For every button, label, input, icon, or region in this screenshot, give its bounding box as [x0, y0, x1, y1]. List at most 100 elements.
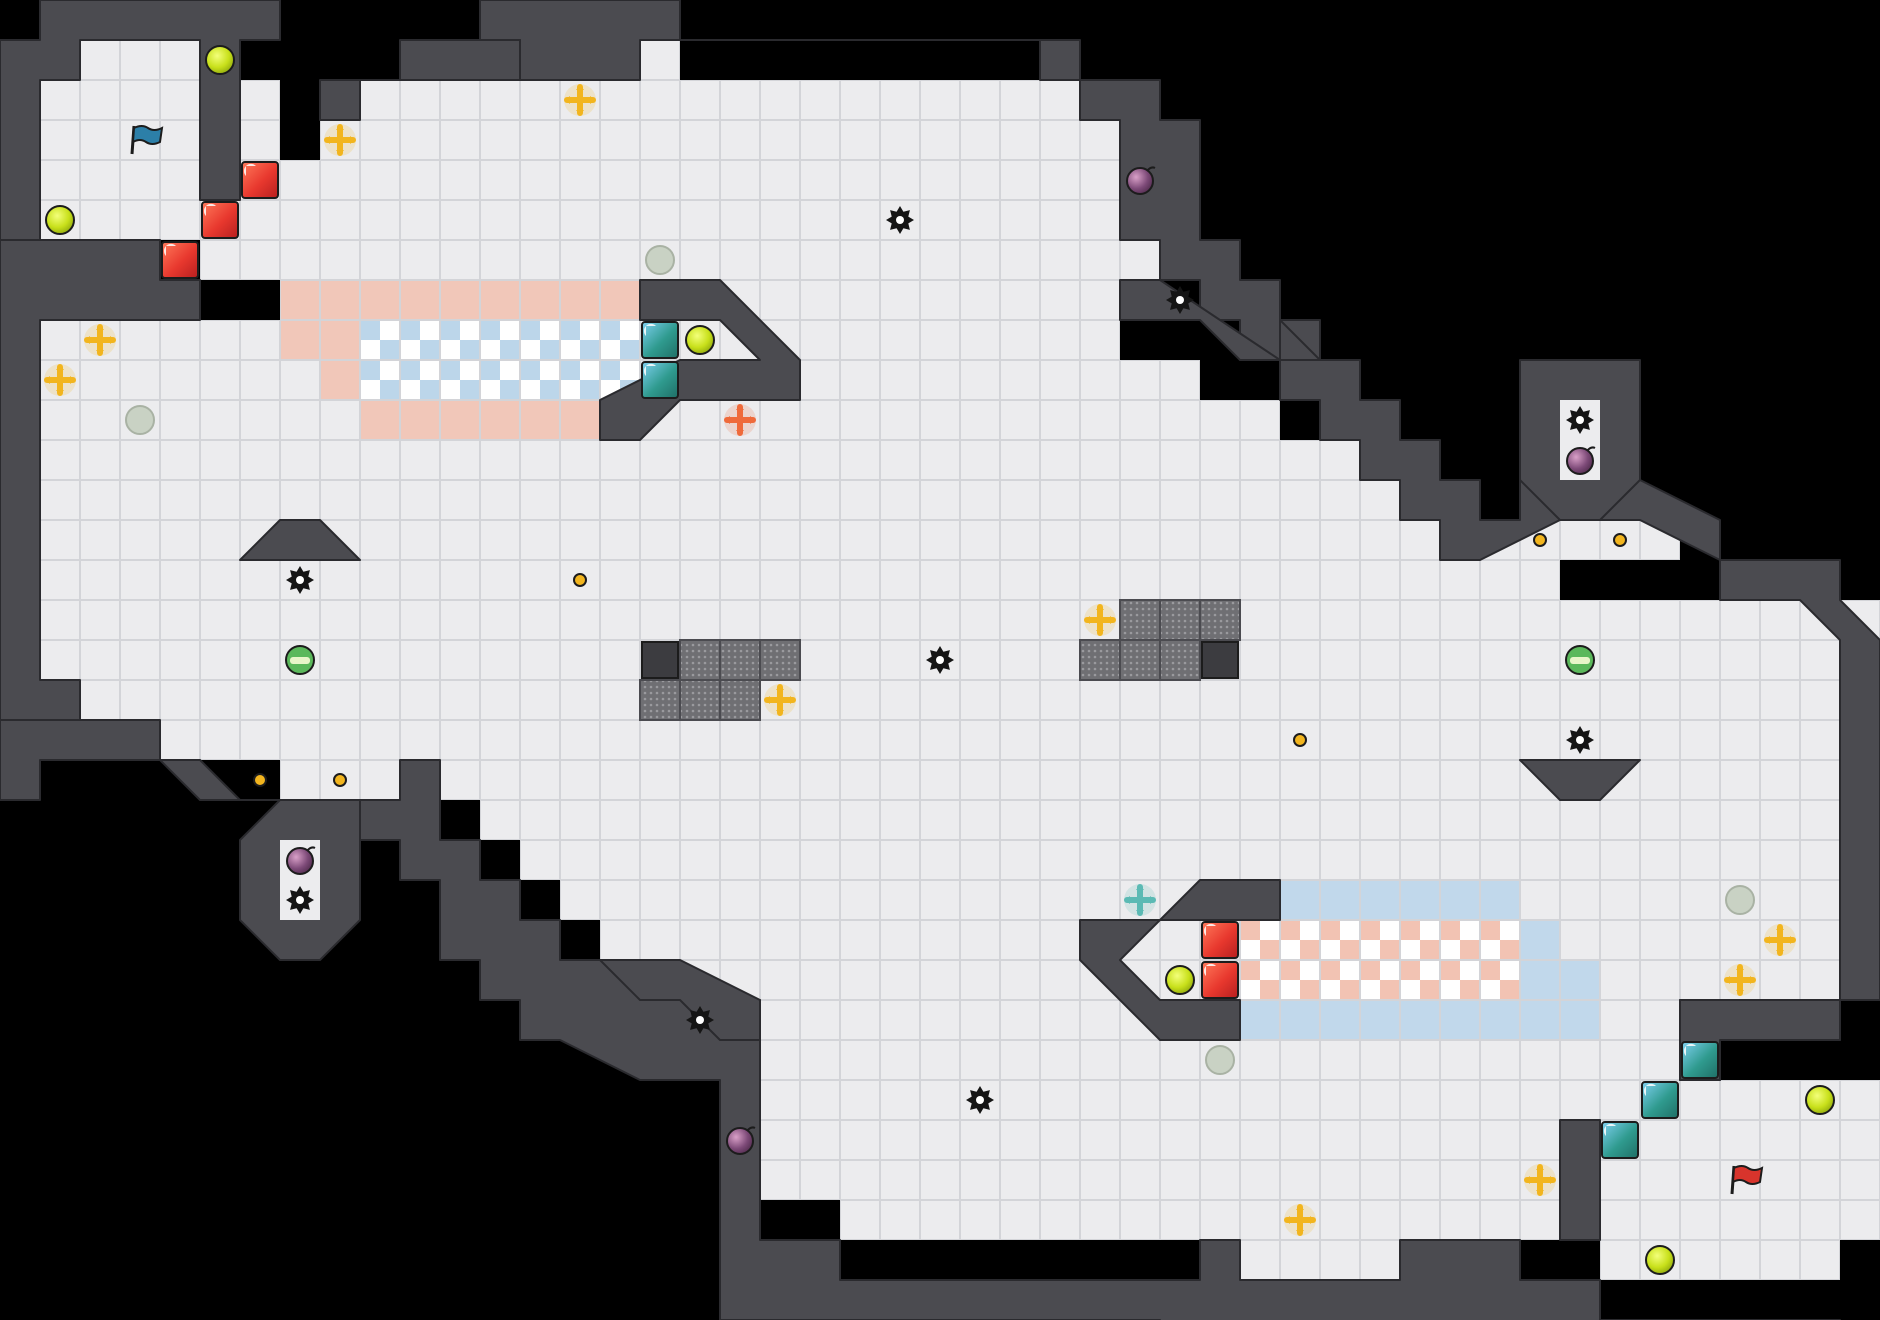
grid-cell	[1640, 640, 1680, 680]
grid-cell	[640, 600, 680, 640]
grid-cell	[1120, 400, 1160, 440]
spiked-mine-icon[interactable]	[1566, 726, 1594, 754]
gold-cross-icon[interactable]	[564, 84, 596, 116]
grid-cell	[960, 120, 1000, 160]
item-layer[interactable]	[44, 45, 1835, 1275]
gold-cross-icon[interactable]	[84, 324, 116, 356]
pink-checker-zone	[1420, 960, 1440, 980]
floor-tile-row	[240, 200, 1160, 240]
grid-cell	[560, 160, 600, 200]
grid-cell	[1000, 720, 1040, 760]
spiked-mine-icon[interactable]	[1566, 406, 1594, 434]
grid-cell	[480, 360, 520, 400]
yellow-orb-icon[interactable]	[685, 325, 715, 355]
grid-cell	[120, 600, 160, 640]
grid-cell	[440, 440, 480, 480]
small-coin-icon[interactable]	[1613, 533, 1627, 547]
plum-bomb-icon[interactable]	[1126, 166, 1156, 195]
grid-cell	[1480, 880, 1520, 920]
teal-block[interactable]	[1681, 1041, 1719, 1079]
plum-bomb-icon[interactable]	[726, 1126, 756, 1155]
grid-cell	[840, 360, 880, 400]
spiked-mine-icon[interactable]	[286, 566, 314, 594]
teal-block[interactable]	[1641, 1081, 1679, 1119]
gold-cross-icon[interactable]	[764, 684, 796, 716]
yellow-orb-icon[interactable]	[205, 45, 235, 75]
grid-cell	[1680, 1120, 1720, 1160]
small-coin-icon[interactable]	[1533, 533, 1547, 547]
gray-token-icon[interactable]	[1205, 1045, 1235, 1075]
grid-cell	[120, 520, 160, 560]
gold-cross-icon[interactable]	[1764, 924, 1796, 956]
grid-cell	[880, 880, 920, 920]
teal-block[interactable]	[641, 361, 679, 399]
grid-cell	[1320, 1040, 1360, 1080]
solid-block	[641, 641, 679, 679]
small-coin-icon[interactable]	[573, 573, 587, 587]
blue-flag-icon[interactable]	[130, 125, 164, 155]
gray-token-icon[interactable]	[645, 245, 675, 275]
gold-cross-icon[interactable]	[324, 124, 356, 156]
yellow-orb-icon[interactable]	[45, 205, 75, 235]
grid-cell	[1480, 680, 1520, 720]
spiked-mine-icon[interactable]	[686, 1006, 714, 1034]
grid-cell	[960, 680, 1000, 720]
pink-checker-zone	[1260, 940, 1280, 960]
grid-cell	[920, 920, 960, 960]
grid-cell	[320, 440, 360, 480]
grid-cell	[1080, 800, 1120, 840]
grid-cell	[320, 680, 360, 720]
gold-cross-icon[interactable]	[1724, 964, 1756, 996]
grid-cell	[960, 320, 1000, 360]
spiked-mine-icon[interactable]	[886, 206, 914, 234]
red-flag-icon[interactable]	[1730, 1165, 1764, 1195]
grid-cell	[880, 200, 920, 240]
solid-block	[1201, 641, 1239, 679]
plum-bomb-icon[interactable]	[1566, 446, 1596, 475]
plum-bomb-icon[interactable]	[286, 846, 316, 875]
grid-cell	[400, 520, 440, 560]
small-coin-icon[interactable]	[333, 773, 347, 787]
grid-cell	[1640, 1120, 1680, 1160]
red-block[interactable]	[201, 201, 239, 239]
blue-checker-zone	[500, 380, 520, 400]
green-capsule-icon[interactable]	[1565, 645, 1595, 675]
gold-cross-icon[interactable]	[44, 364, 76, 396]
spiked-mine-icon[interactable]	[966, 1086, 994, 1114]
grid-cell	[1240, 560, 1280, 600]
red-block[interactable]	[241, 161, 279, 199]
red-block[interactable]	[1201, 961, 1239, 999]
grid-cell	[600, 600, 640, 640]
grid-cell	[1400, 600, 1440, 640]
gold-cross-icon[interactable]	[1524, 1164, 1556, 1196]
gray-token-icon[interactable]	[125, 405, 155, 435]
teal-block[interactable]	[1601, 1121, 1639, 1159]
spiked-mine-icon[interactable]	[926, 646, 954, 674]
small-coin-icon[interactable]	[1293, 733, 1307, 747]
blue-checker-zone	[380, 380, 400, 400]
teal-block[interactable]	[641, 321, 679, 359]
grid-cell	[1000, 680, 1040, 720]
gold-cross-icon[interactable]	[1284, 1204, 1316, 1236]
yellow-orb-icon[interactable]	[1805, 1085, 1835, 1115]
spiked-mine-icon[interactable]	[1166, 286, 1194, 314]
blue-checker-zone	[420, 340, 440, 360]
spiked-mine-icon[interactable]	[286, 886, 314, 914]
grid-cell	[80, 480, 120, 520]
yellow-orb-icon[interactable]	[1645, 1245, 1675, 1275]
gold-cross-icon[interactable]	[1084, 604, 1116, 636]
green-capsule-icon[interactable]	[285, 645, 315, 675]
grid-cell	[760, 760, 800, 800]
small-coin-icon[interactable]	[253, 773, 267, 787]
inner-wall	[1559, 1119, 1601, 1241]
orange-cross-icon[interactable]	[724, 404, 756, 436]
red-block[interactable]	[161, 241, 199, 279]
grid-cell	[1240, 1200, 1280, 1240]
teal-cross-icon[interactable]	[1124, 884, 1156, 916]
red-block[interactable]	[1201, 921, 1239, 959]
pink-checker-zone	[1360, 960, 1380, 980]
yellow-orb-icon[interactable]	[1165, 965, 1195, 995]
grid-cell	[1200, 520, 1240, 560]
gray-token-icon[interactable]	[1725, 885, 1755, 915]
